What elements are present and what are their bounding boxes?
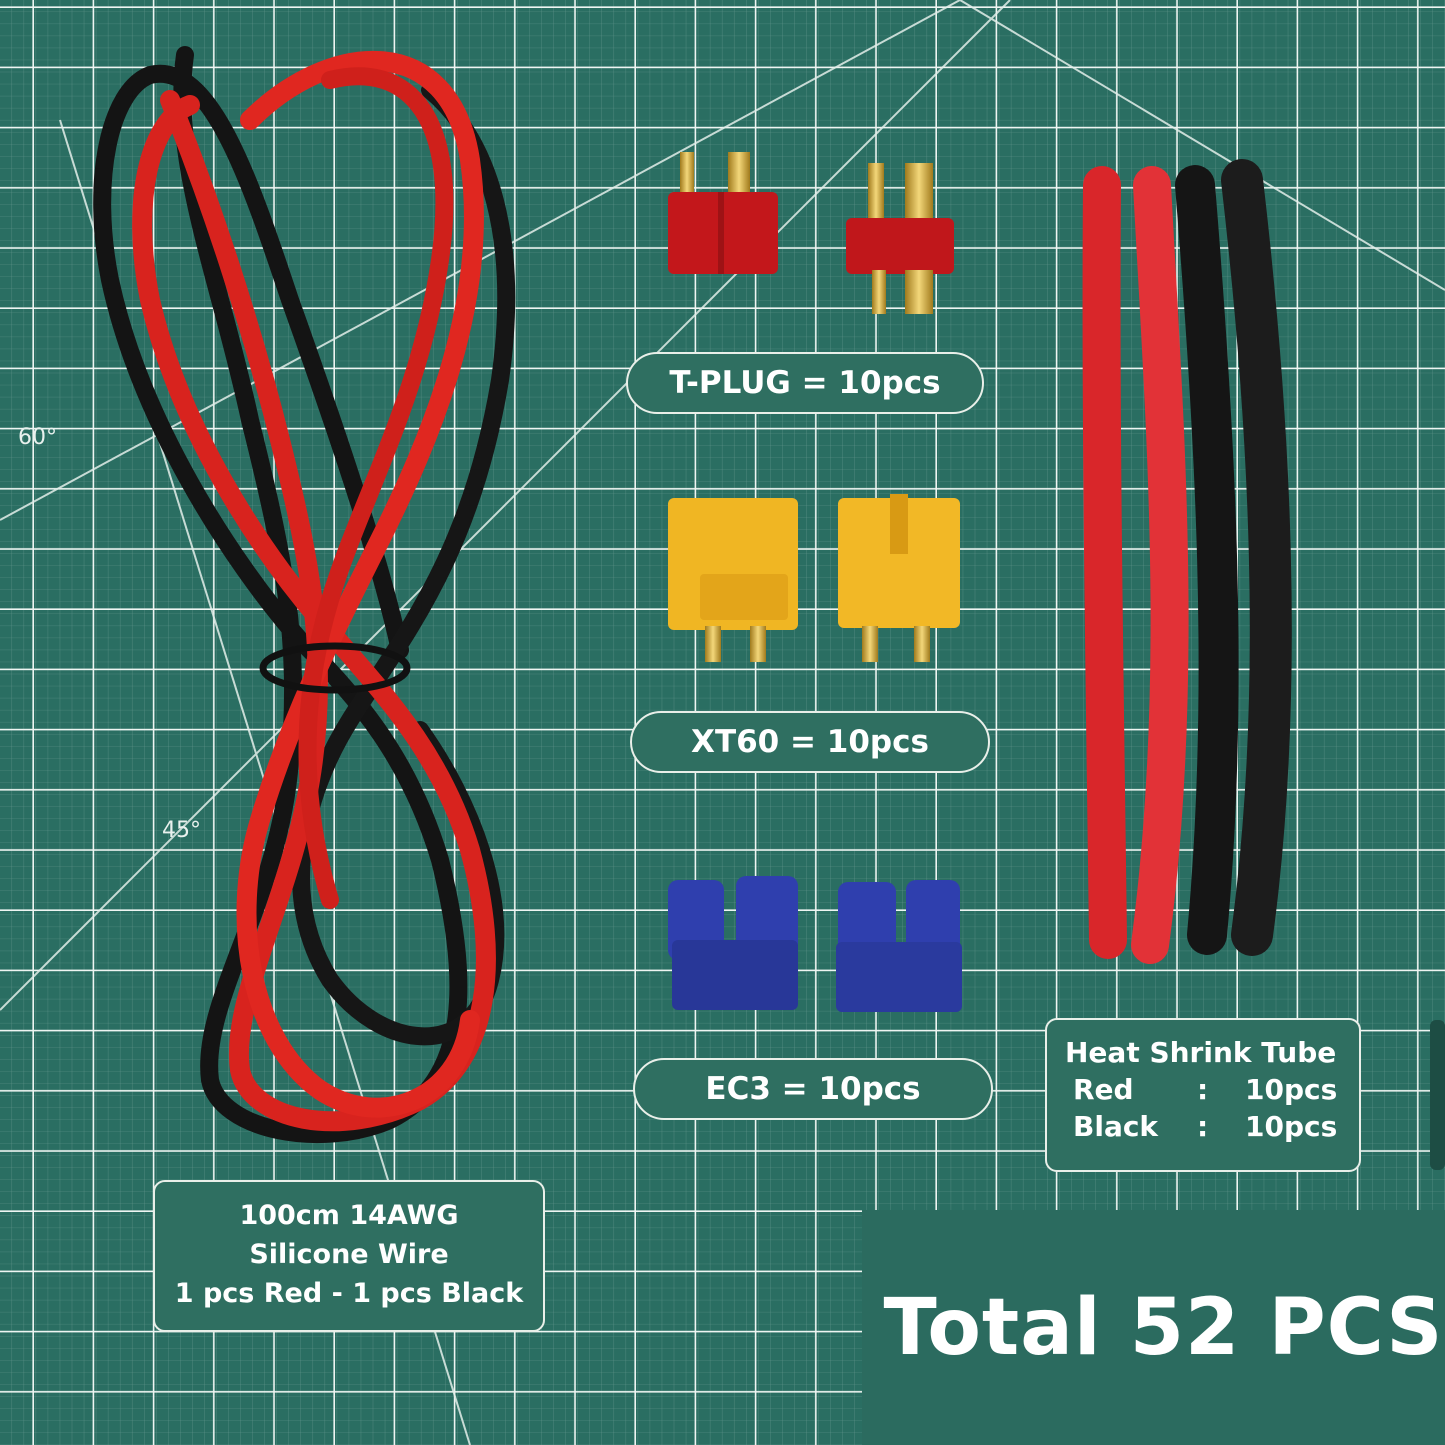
row-color: Black bbox=[1073, 1110, 1159, 1143]
wire-line-3: 1 pcs Red - 1 pcs Black bbox=[174, 1278, 524, 1309]
silicone-wire-label: 100cm 14AWG Silicone Wire 1 pcs Red - 1 … bbox=[153, 1180, 545, 1332]
t-plug-label: T-PLUG = 10pcs bbox=[626, 352, 984, 414]
edge-object bbox=[1430, 1020, 1445, 1170]
heat-shrink-row-black: Black : 10pcs bbox=[1047, 1108, 1359, 1145]
t-plug-connectors bbox=[668, 152, 954, 314]
row-separator: : bbox=[1197, 1073, 1209, 1106]
angle-mark-45: 45° bbox=[162, 818, 201, 843]
heat-shrink-label: Heat Shrink Tube Red : 10pcs Black : 10p… bbox=[1045, 1018, 1361, 1172]
silicone-wire-coil bbox=[93, 46, 516, 1144]
row-color: Red bbox=[1073, 1073, 1134, 1106]
ec3-connectors bbox=[668, 876, 962, 1012]
wire-line-2: Silicone Wire bbox=[249, 1239, 449, 1270]
xt60-label: XT60 = 10pcs bbox=[630, 711, 990, 773]
angle-mark-60: 60° bbox=[18, 425, 57, 450]
wire-line-1: 100cm 14AWG bbox=[239, 1200, 459, 1231]
ec3-label: EC3 = 10pcs bbox=[633, 1058, 993, 1120]
row-separator: : bbox=[1197, 1110, 1209, 1143]
total-pieces-banner: Total 52 PCS bbox=[862, 1210, 1445, 1445]
row-quantity: 10pcs bbox=[1245, 1110, 1338, 1143]
heat-shrink-title: Heat Shrink Tube bbox=[1065, 1036, 1337, 1069]
row-quantity: 10pcs bbox=[1245, 1073, 1338, 1106]
heat-shrink-tubes bbox=[1082, 159, 1292, 964]
heat-shrink-row-red: Red : 10pcs bbox=[1047, 1071, 1359, 1108]
xt60-connectors bbox=[668, 494, 960, 662]
